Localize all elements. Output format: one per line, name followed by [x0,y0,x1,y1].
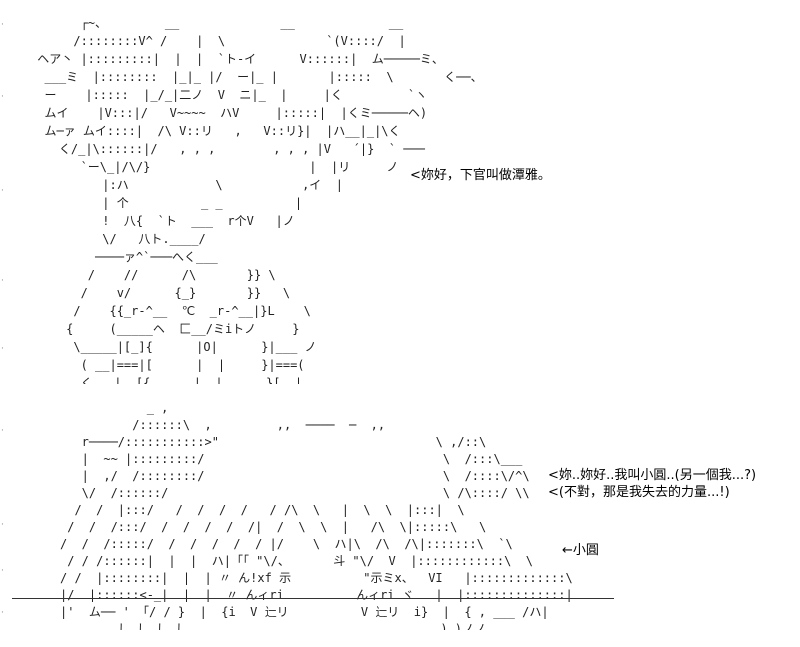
madoka-pointer-label: ←小圓 [562,543,599,558]
ascii-art-twin-tail-girl: ┌~、 __ __ __ /::::::::V^ / | \ `(V::::/ … [37,16,483,384]
floor-divider-line [12,598,614,599]
dialogue-line-madoka-1: <妳..妳好..我叫小圓..(另一個我...?) [548,468,757,483]
left-margin-dots: ··· ··· ··· [1,20,4,618]
ascii-art-two-girls-peeking: _ , /::::::\ , ,, ──── ─ ,, r────/::::::… [60,401,573,630]
dialogue-line-madoka-2: <(不對，那是我失去的力量...!) [548,485,730,500]
dialogue-line-tanya: <妳好，下官叫做潭雅。 [410,168,551,183]
